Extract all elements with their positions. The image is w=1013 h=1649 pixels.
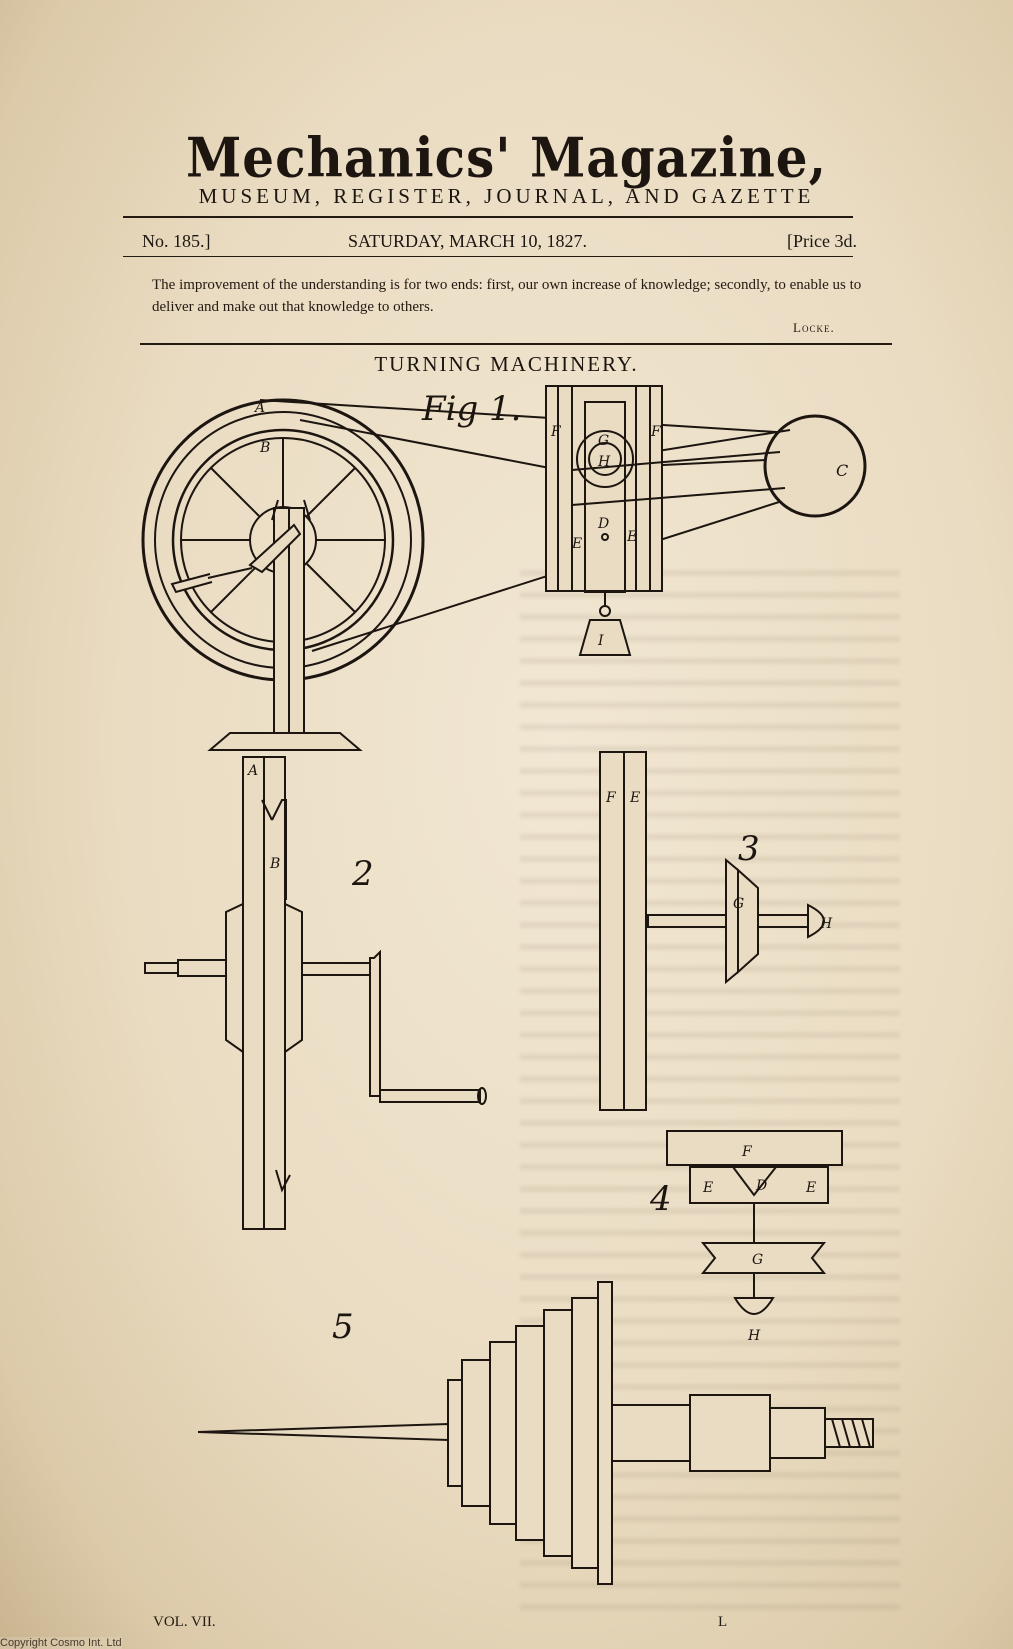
- fig1-letter-f-left: F: [550, 424, 562, 440]
- fig1-letter-d: D: [597, 516, 609, 532]
- fig4-letter-d: D: [755, 1178, 767, 1194]
- fig1-letter-c: C: [836, 461, 848, 480]
- fig1-letter-f-right: F: [650, 424, 662, 440]
- figure-1-wheel: [141, 398, 799, 751]
- fig3-letter-g: G: [733, 896, 744, 912]
- article-heading: TURNING MACHINERY.: [374, 352, 639, 376]
- fig1-letter-i: I: [597, 633, 604, 649]
- fig4-letter-g: G: [752, 1252, 763, 1268]
- fig2-letter-a: A: [246, 763, 258, 779]
- figure-2-wheel-side: [144, 756, 487, 1230]
- fig1-label: Fig 1.: [421, 389, 521, 429]
- issue-number: No. 185.]: [142, 231, 211, 251]
- masthead-subtitle: MUSEUM, REGISTER, JOURNAL, AND GAZETTE: [198, 184, 815, 208]
- figure-3-mandrel: [599, 751, 825, 1111]
- fig1-letter-b: B: [259, 440, 270, 456]
- figure-1-pulley-c: [559, 414, 867, 518]
- fig3-letter-h: H: [819, 916, 833, 932]
- fig3-letter-e: E: [629, 790, 640, 806]
- epigraph-attribution: Locke.: [793, 320, 835, 335]
- fig4-letter-h: H: [747, 1328, 761, 1344]
- fig2-label: 2: [351, 854, 374, 894]
- figure-5-cone-chuck: [197, 1281, 874, 1585]
- fig3-label: 3: [738, 829, 760, 869]
- fig4-letter-f: F: [741, 1144, 753, 1160]
- issue-rule: [123, 256, 853, 257]
- fig1-letter-g: G: [598, 433, 609, 449]
- volume-label: VOL. VII.: [153, 1614, 216, 1630]
- fig1-letter-h: H: [597, 454, 611, 470]
- fig4-letter-e-right: E: [805, 1180, 816, 1196]
- fig1-letter-a: A: [253, 400, 265, 416]
- signature-mark: L: [718, 1614, 728, 1630]
- heading-rule: [140, 343, 892, 345]
- fig2-letter-b: B: [269, 856, 280, 872]
- fig4-label: 4: [649, 1179, 672, 1219]
- figure-4-slide-section: [666, 1130, 843, 1315]
- issue-date: SATURDAY, MARCH 10, 1827.: [348, 231, 588, 251]
- masthead-title: Mechanics' Magazine,: [185, 125, 828, 190]
- copyright-notice: Copyright Cosmo Int. Ltd: [0, 1637, 122, 1649]
- top-rule: [123, 216, 853, 218]
- fig4-letter-e-left: E: [702, 1180, 713, 1196]
- fig3-letter-f: F: [605, 790, 617, 806]
- figure-1-slide-frame: [545, 385, 786, 656]
- fig1-letter-e-left: E: [571, 536, 582, 552]
- fig5-label: 5: [332, 1307, 354, 1347]
- fig1-letter-e-right: E: [626, 529, 637, 545]
- epigraph: The improvement of the understanding is …: [152, 277, 862, 315]
- issue-price: [Price 3d.: [787, 231, 857, 251]
